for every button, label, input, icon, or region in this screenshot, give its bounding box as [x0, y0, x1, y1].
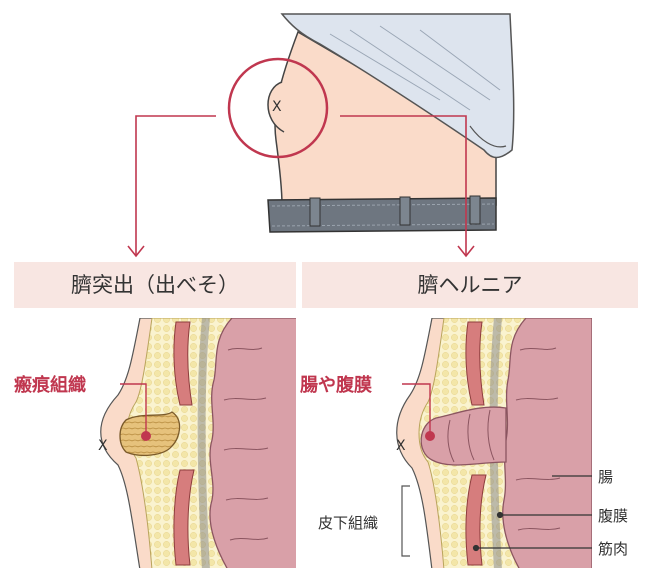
highlight-circle	[227, 57, 329, 159]
jeans-waistband	[267, 197, 497, 233]
side-leaders	[472, 475, 592, 552]
subcutaneous-bracket	[401, 485, 410, 557]
hernia-leader	[402, 383, 431, 436]
abdomen-illustration: X	[227, 13, 515, 233]
muscle-lower	[173, 469, 195, 566]
hernia-cross-section	[396, 318, 592, 568]
scar-leader	[120, 383, 147, 436]
protrusion-cross-section	[100, 318, 296, 568]
navel-mark-right: X	[396, 438, 406, 454]
intestine-left	[209, 318, 296, 568]
label-subcutaneous-tissue: 皮下組織	[318, 514, 379, 532]
intestine-right	[502, 318, 592, 568]
label-muscle: 筋肉	[598, 540, 629, 558]
label-intestine-peritoneum: 腸や腹膜	[300, 375, 372, 396]
shirt	[280, 13, 515, 159]
label-scar-tissue: 瘢痕組織	[14, 375, 86, 396]
navel-mark-top: X	[272, 99, 282, 115]
muscle-upper	[173, 321, 193, 406]
label-umbilical-hernia: 臍ヘルニア	[302, 262, 638, 308]
label-intestine: 腸	[598, 468, 614, 486]
navel-mark-left: X	[98, 438, 108, 454]
connector-lines	[127, 115, 475, 258]
label-umbilical-protrusion: 臍突出（出べそ）	[14, 262, 296, 308]
herniated-intestine	[420, 406, 507, 466]
navel-bulge	[267, 81, 285, 133]
label-peritoneum: 腹膜	[598, 507, 629, 525]
